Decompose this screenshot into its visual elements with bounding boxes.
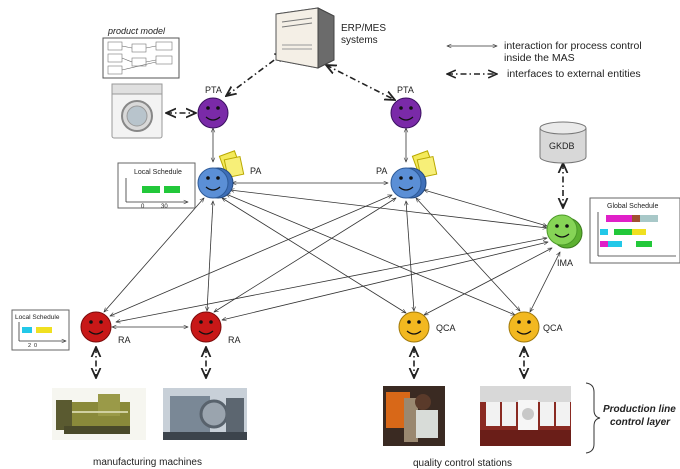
caption-layer-line2: control layer [610, 417, 671, 428]
legend: interaction for process control inside t… [447, 40, 642, 80]
pta-label-left: PTA [205, 85, 222, 95]
product-model-diagram [102, 37, 180, 79]
pa-agent-right [390, 150, 438, 199]
local-schedule-pa: Local Schedule 0 30 [117, 162, 196, 210]
local-schedule-pa-tick2: 30 [161, 204, 168, 210]
caption-machines: manufacturing machines [93, 457, 202, 468]
quality-photo-left [383, 386, 445, 446]
qca-label-left: QCA [436, 323, 456, 333]
pa-label-right: PA [376, 166, 387, 176]
product-model-label: product model [107, 26, 166, 36]
global-schedule-title: Global Schedule [607, 203, 658, 210]
ra-label-left: RA [118, 335, 131, 345]
local-schedule-ra-tick1: 2 [28, 343, 31, 349]
pta-agent-right [390, 97, 422, 129]
ima-agent [546, 214, 583, 249]
legend-external-label: interfaces to external entities [507, 68, 641, 80]
pta-label-right: PTA [397, 85, 414, 95]
local-schedule-ra-title: Local Schedule [15, 314, 60, 321]
erp-label-line1: ERP/MES [341, 23, 386, 34]
qca-agent-right [508, 311, 540, 343]
gkdb-label: GKDB [549, 141, 575, 151]
layer-bracket [585, 382, 601, 454]
erp-server-icon [275, 7, 335, 69]
local-schedule-ra-tick2: 0 [34, 343, 37, 349]
legend-interaction-label-line2: inside the MAS [504, 52, 575, 64]
washing-machine-icon [111, 83, 163, 139]
qca-agent-left [398, 311, 430, 343]
machine-photo-right [163, 388, 247, 440]
global-schedule: Global Schedule [589, 197, 680, 264]
ima-label: IMA [557, 258, 573, 268]
ra-agent-right [190, 311, 222, 343]
pa-agent-left [197, 150, 245, 199]
gkdb-database-icon [539, 121, 587, 164]
local-schedule-pa-title: Local Schedule [134, 169, 182, 176]
local-schedule-pa-tick1: 0 [141, 204, 145, 210]
pa-label-left: PA [250, 166, 261, 176]
ra-agent-left [80, 311, 112, 343]
ra-label-right: RA [228, 335, 241, 345]
caption-layer-line1: Production line [603, 404, 676, 415]
qca-label-right: QCA [543, 323, 563, 333]
pta-agent-left [197, 97, 229, 129]
local-schedule-ra: Local Schedule 2 0 [11, 309, 70, 351]
caption-quality: quality control stations [413, 458, 512, 469]
legend-interaction-label: interaction for process control [504, 40, 642, 52]
quality-photo-right [480, 386, 571, 446]
mas-interaction-lines [104, 128, 561, 327]
external-interface-lines [96, 52, 563, 378]
machine-photo-left [52, 388, 146, 440]
erp-label-line2: systems [341, 35, 378, 46]
